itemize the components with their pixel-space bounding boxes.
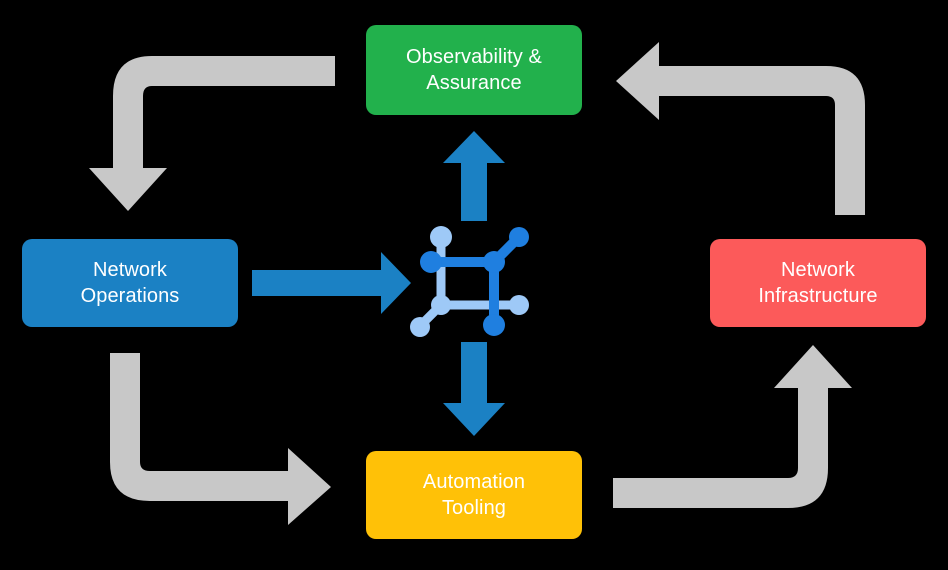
node-box-automation-tooling[interactable]: Automation Tooling	[366, 451, 582, 539]
node-label-line1: Network	[780, 258, 856, 281]
connector-network-operations-to-automation-tooling	[110, 353, 331, 525]
node-label-line2: Infrastructure	[758, 285, 878, 307]
node-label-line2: Operations	[80, 285, 180, 307]
connector-observability-to-network-operations	[89, 56, 335, 211]
node-label-line1: Observability &	[406, 45, 542, 68]
node-label-line2: Assurance	[426, 72, 522, 94]
node-label-observability: Observability & Assurance	[406, 44, 542, 97]
node-box-network-infrastructure[interactable]: Network Infrastructure	[710, 239, 926, 327]
node-label-automation-tooling: Automation Tooling	[423, 469, 525, 522]
node-label-line2: Tooling	[441, 497, 507, 519]
node-label-network-infrastructure: Network Infrastructure	[758, 257, 877, 310]
connector-center-to-observability	[443, 131, 505, 221]
node-label-network-operations: Network Operations	[81, 257, 180, 310]
network-topology-icon-graphic	[410, 226, 529, 337]
node-label-line1: Automation	[422, 470, 526, 493]
connector-network-operations-to-center	[252, 252, 411, 314]
connector-center-to-automation-tooling	[443, 342, 505, 436]
connector-network-infrastructure-to-observability	[616, 42, 865, 215]
node-box-observability[interactable]: Observability & Assurance	[366, 25, 582, 115]
connector-automation-tooling-to-network-infrastructure	[613, 345, 852, 508]
node-box-network-operations[interactable]: Network Operations	[22, 239, 238, 327]
node-label-line1: Network	[92, 258, 168, 281]
